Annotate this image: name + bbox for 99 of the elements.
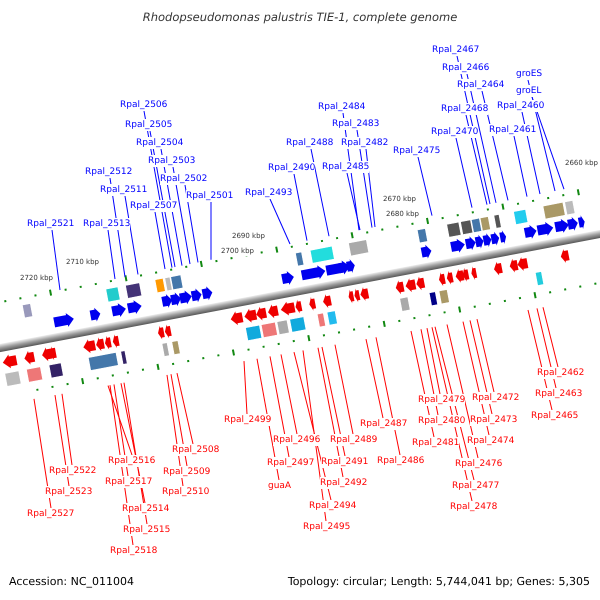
leader-line [270, 356, 290, 458]
gene-label: Rpal_2481 [412, 437, 460, 449]
gene-label: Rpal_2488 [286, 137, 334, 149]
gene-label: Rpal_2509 [163, 466, 210, 478]
gene-label: Rpal_2497 [267, 457, 314, 469]
leader-line [154, 212, 166, 270]
gene-label: Rpal_2489 [330, 434, 378, 446]
gene-label: Rpal_2462 [537, 367, 584, 379]
gene-label: Rpal_2464 [457, 79, 504, 91]
leader-line [476, 318, 494, 392]
gene-label: Rpal_2492 [320, 477, 368, 489]
chart-title: Rhodopseudomonas palustris TIE-1, complete genome [142, 10, 458, 24]
gene-label: Rpal_2518 [110, 545, 158, 557]
gene-label: Rpal_2491 [321, 456, 368, 468]
gene-label: Rpal_2463 [535, 388, 582, 400]
gene-label: Rpal_2494 [309, 500, 356, 512]
gene-label: Rpal_2521 [27, 218, 74, 230]
leader-line [172, 166, 190, 264]
gene-label: Rpal_2470 [431, 126, 478, 138]
gene-label: Rpal_2514 [122, 503, 170, 515]
gene-label: Rpal_2483 [332, 118, 380, 130]
genome-info-text: Topology: circular; Length: 5,744,041 bp; Genes: 5,305 [288, 575, 590, 589]
leader-line [366, 338, 384, 418]
gene-label: guaA [268, 480, 292, 492]
leader-line [280, 354, 298, 434]
gene-label: Rpal_2493 [245, 187, 292, 199]
leader-line [446, 324, 478, 458]
gene-label: Rpal_2461 [489, 124, 536, 136]
gene-label: Rpal_2468 [441, 103, 488, 115]
gene-label: Rpal_2506 [120, 99, 168, 111]
gene-label: Rpal_2499 [224, 414, 272, 426]
gene-label: Rpal_2505 [125, 119, 172, 131]
gene-label: Rpal_2490 [268, 162, 316, 174]
leader-line [466, 114, 488, 206]
leader-line [114, 384, 128, 476]
genome-info-text: Accession: NC_011004 [9, 575, 134, 589]
gene-label: Rpal_2495 [303, 521, 350, 533]
gene-label: Rpal_2477 [452, 480, 500, 492]
gene-label: Rpal_2508 [172, 444, 220, 456]
leader-line [514, 136, 528, 198]
leader-line [542, 306, 558, 368]
gene-label: Rpal_2516 [108, 455, 156, 467]
gene-label: Rpal_2475 [393, 145, 440, 157]
gene-label: Rpal_2527 [27, 508, 74, 520]
gene-label: Rpal_2523 [45, 486, 92, 498]
leader-line [376, 336, 400, 456]
leader-line [426, 328, 440, 394]
leader-line [294, 174, 308, 242]
leader-line [108, 230, 116, 280]
gene-label: Rpal_2474 [467, 435, 514, 447]
leader-line [322, 346, 346, 456]
gene-label: groES [516, 68, 542, 80]
gene-label: Rpal_2522 [49, 465, 96, 477]
leader-line [310, 148, 330, 237]
leader-line [532, 96, 564, 190]
gene-label: Rpal_2507 [130, 200, 178, 212]
leader-line [418, 156, 432, 216]
leader-line [244, 360, 248, 414]
gene-label: Rpal_2473 [470, 414, 518, 426]
leader-line [176, 372, 194, 444]
gene-label: Rpal_2503 [148, 155, 196, 167]
gene-label: Rpal_2476 [455, 458, 502, 470]
leader-line [34, 398, 52, 508]
leader-line [184, 184, 198, 263]
leader-line [108, 385, 132, 456]
leader-line [456, 138, 472, 208]
leader-line [62, 393, 72, 466]
gene-label: Rpal_2478 [450, 501, 498, 513]
leader-line [54, 394, 70, 486]
gene-label: Rpal_2472 [472, 392, 520, 404]
gene-label: Rpal_2487 [360, 418, 408, 430]
gene-label: Rpal_2512 [85, 166, 132, 178]
gene-label: Rpal_2517 [105, 476, 152, 488]
gene-label: Rpal_2513 [83, 218, 130, 230]
gene-label: Rpal_2511 [100, 184, 148, 196]
leader-line [124, 196, 138, 275]
leader-line [270, 198, 290, 244]
gene-label: Rpal_2502 [160, 173, 208, 185]
gene-label: Rpal_2482 [341, 137, 388, 149]
gene-label: Rpal_2480 [418, 415, 466, 427]
gene-label: Rpal_2501 [186, 190, 234, 202]
gene-label: Rpal_2479 [418, 394, 466, 406]
leader-line [52, 230, 60, 290]
gene-label: groEL [516, 85, 542, 97]
gene-label: Rpal_2510 [162, 486, 210, 498]
gene-label: Rpal_2466 [442, 62, 490, 74]
gene-label: Rpal_2465 [531, 410, 578, 422]
leader-line [346, 172, 360, 230]
gene-label: Rpal_2504 [136, 137, 184, 149]
gene-label: Rpal_2486 [377, 455, 424, 467]
gene-label: Rpal_2496 [273, 434, 320, 446]
leader-line [420, 328, 438, 416]
leader-line [334, 344, 354, 434]
gene-label: Rpal_2460 [497, 100, 544, 112]
gene-label: Rpal_2484 [318, 101, 366, 113]
gene-label: Rpal_2467 [432, 44, 480, 56]
gene-label: Rpal_2515 [123, 524, 170, 536]
gene-label: Rpal_2485 [322, 161, 370, 173]
leader-line [210, 202, 212, 260]
